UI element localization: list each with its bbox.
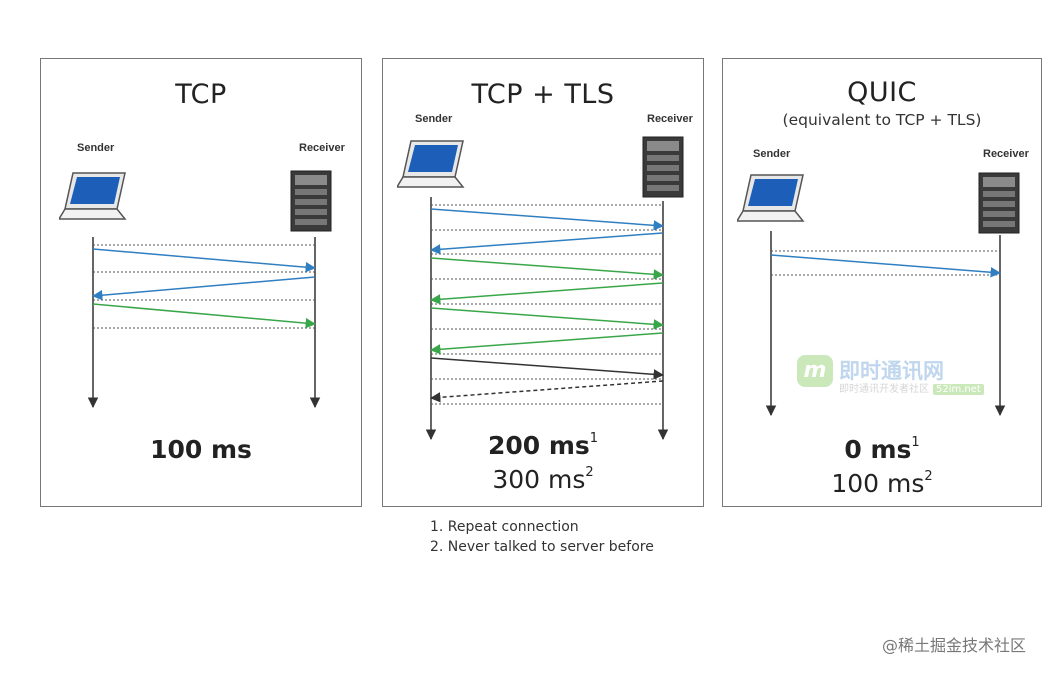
footnotes: 1. Repeat connection 2. Never talked to … (430, 517, 654, 557)
footnote-1: 1. Repeat connection (430, 519, 579, 535)
tls-response-arrow (429, 380, 664, 403)
footnote-2: 2. Never talked to server before (430, 539, 654, 555)
watermark-name: 即时通讯网 (839, 359, 944, 383)
quic-sender-label: Sender (753, 148, 791, 160)
quic-subtitle: (equivalent to TCP + TLS) (782, 111, 982, 129)
receiver-server-icon (642, 136, 684, 198)
sender-laptop-icon (59, 172, 127, 220)
tls-synack-arrow (429, 232, 664, 255)
tls-clienthello-arrow (430, 257, 665, 280)
tcp-latency: 100 ms (150, 435, 252, 464)
receiver-server-icon (290, 170, 332, 232)
sender-laptop-icon (397, 140, 465, 188)
quic-sequence-diagram (765, 231, 1006, 417)
watermark-logo-mark: m (797, 355, 833, 387)
quic-latency-first: 100 ms2 (831, 469, 933, 498)
tls-panel: TCP + TLS Sender Receiver (382, 58, 704, 507)
tcp-synack-arrow (91, 276, 316, 301)
tcp-title: TCP (175, 79, 227, 110)
tls-syn-arrow (430, 208, 665, 231)
quic-latency-repeat: 0 ms1 (844, 435, 920, 464)
tcp-sequence-diagram (87, 237, 321, 409)
tls-latency-first: 300 ms2 (492, 465, 594, 494)
tcp-syn-arrow (92, 248, 317, 273)
quic-panel: QUIC (equivalent to TCP + TLS) Sender Re… (722, 58, 1042, 507)
tls-finished-arrow (429, 332, 664, 355)
sender-laptop-icon (737, 174, 805, 222)
tls-latency-repeat: 200 ms1 (487, 431, 599, 460)
quic-title: QUIC (847, 77, 917, 108)
tcp-sender-label: Sender (77, 142, 115, 154)
quic-initial-arrow (770, 254, 1002, 278)
quic-receiver-label: Receiver (983, 148, 1029, 160)
tcp-receiver-label: Receiver (299, 142, 345, 154)
tls-keyexchange-arrow (430, 307, 665, 330)
tcp-panel: TCP Sender Receiver 100 ms (40, 58, 362, 507)
tls-title: TCP + TLS (471, 79, 615, 110)
tls-receiver-label: Receiver (647, 113, 693, 125)
source-credit: @稀土掘金技术社区 (882, 636, 1027, 655)
tls-sender-label: Sender (415, 113, 453, 125)
tls-sequence-diagram (425, 197, 669, 441)
tcp-data-arrow (92, 303, 317, 329)
tls-serverhello-arrow (429, 282, 664, 305)
tls-request-arrow (430, 357, 665, 380)
receiver-server-icon (978, 172, 1020, 234)
